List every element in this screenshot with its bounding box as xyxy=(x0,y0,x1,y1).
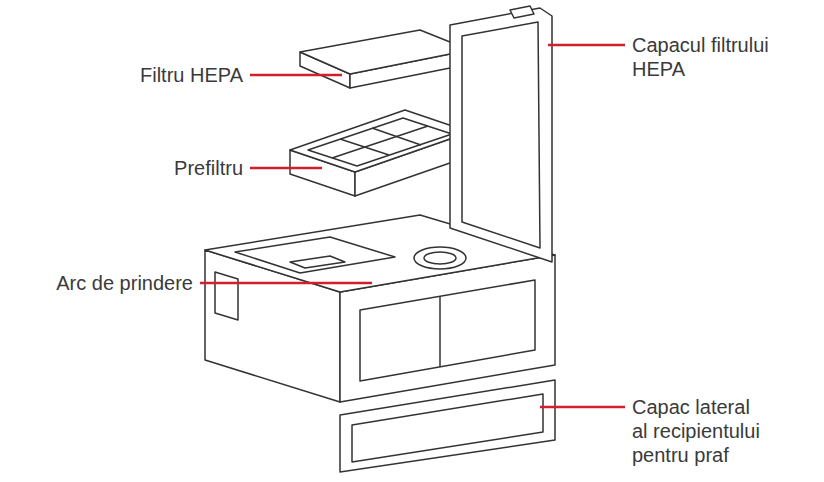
prefilter-grid xyxy=(308,118,452,166)
bin-latch xyxy=(215,272,238,320)
filter-opening-inner xyxy=(424,252,456,264)
part-label: Capacul filtrului HEPA xyxy=(632,33,812,81)
cover-inner xyxy=(352,394,543,462)
hepa-filter xyxy=(300,30,470,88)
lid-panel xyxy=(450,8,552,262)
leader-line xyxy=(250,167,322,170)
side-cover xyxy=(340,380,555,472)
prefilter xyxy=(290,110,470,196)
leader-line xyxy=(250,74,342,77)
part-label: Filtru HEPA xyxy=(43,63,243,87)
leader-line xyxy=(548,44,625,47)
filter-top xyxy=(300,30,470,74)
lid-inset xyxy=(462,22,540,248)
leader-line xyxy=(200,282,372,285)
prefilter-rib xyxy=(332,126,428,158)
leader-lines xyxy=(200,45,625,407)
prefilter-top xyxy=(290,110,470,172)
part-label: Capac lateral al recipientului pentru pr… xyxy=(632,395,768,467)
cover-frame xyxy=(340,380,555,472)
part-label: Prefiltru xyxy=(43,156,243,180)
bin-compartment xyxy=(235,237,395,273)
hepa-lid xyxy=(450,6,552,262)
filter-opening xyxy=(414,247,466,269)
spring-clip xyxy=(290,256,345,268)
part-label: Arc de prindere xyxy=(0,271,193,295)
bin-window xyxy=(360,280,535,381)
bin-divider xyxy=(439,296,441,367)
lid-tab xyxy=(510,6,534,18)
leader-line xyxy=(540,406,625,409)
